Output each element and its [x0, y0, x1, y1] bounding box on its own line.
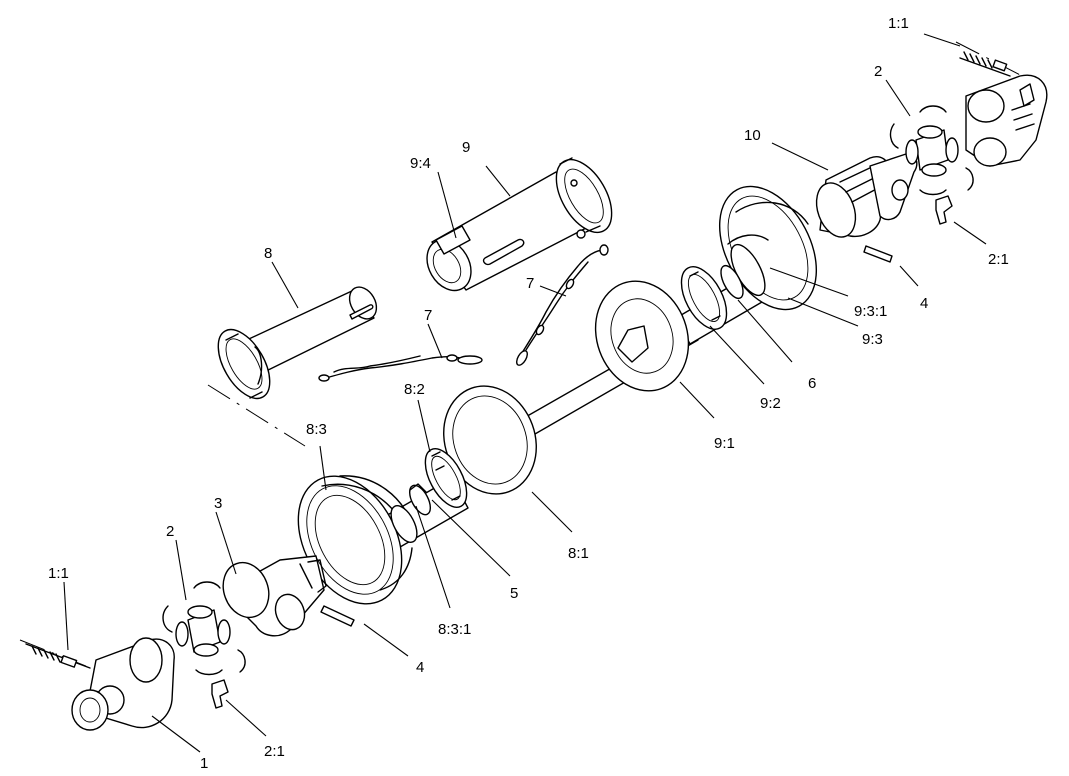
centerline-left — [207, 384, 306, 447]
part-4-pin-bottom — [320, 605, 355, 627]
part-8-2-ring — [424, 448, 468, 508]
label-1-1-top: 1:1 — [888, 15, 909, 32]
part-1-yoke-bottom — [25, 637, 175, 731]
part-10-yoke — [815, 153, 918, 238]
label-2-1-top: 2:1 — [988, 251, 1009, 268]
label-8: 8 — [264, 245, 272, 262]
label-6: 6 — [808, 375, 816, 392]
part-8-inner-tube — [217, 286, 378, 400]
label-9-1: 9:1 — [714, 435, 735, 452]
label-4-bottom: 4 — [416, 659, 424, 676]
label-5: 5 — [510, 585, 518, 602]
label-9-3-1: 9:3:1 — [854, 303, 887, 320]
part-9-outer-tube — [426, 157, 613, 292]
label-8-3: 8:3 — [306, 421, 327, 438]
part-labels: 1:1 2 10 9 9:4 8 7 7 2:1 4 9:3:1 9:3 6 9… — [48, 15, 1009, 772]
leader-lines — [63, 33, 987, 753]
label-10: 10 — [744, 127, 761, 144]
label-1-1-bottom: 1:1 — [48, 565, 69, 582]
label-9-3: 9:3 — [862, 331, 883, 348]
driveshaft-assembly — [297, 185, 818, 605]
label-1: 1 — [200, 755, 208, 772]
label-8-1: 8:1 — [568, 545, 589, 562]
part-9-2-ring — [680, 266, 728, 330]
label-9: 9 — [462, 139, 470, 156]
part-3-yoke — [222, 555, 327, 637]
label-8-3-1: 8:3:1 — [438, 621, 471, 638]
part-8-1-disc — [443, 385, 537, 495]
label-9-4: 9:4 — [410, 155, 431, 172]
label-9-2: 9:2 — [760, 395, 781, 412]
label-7-right: 7 — [526, 275, 534, 292]
label-3: 3 — [214, 495, 222, 512]
part-2-cross-top — [889, 105, 974, 225]
label-2-bottom: 2 — [166, 523, 174, 540]
label-2-top: 2 — [874, 63, 882, 80]
part-4-pin-top — [863, 245, 893, 263]
part-9-3-cone — [718, 185, 818, 311]
part-9-1-disc — [594, 280, 690, 392]
part-1-yoke-top — [959, 51, 1048, 167]
part-6-bearing — [720, 264, 744, 300]
label-7-left: 7 — [424, 307, 432, 324]
part-7-chains — [318, 244, 609, 382]
label-2-1-bottom: 2:1 — [264, 743, 285, 760]
label-8-2: 8:2 — [404, 381, 425, 398]
part-2-cross-bottom — [162, 581, 246, 709]
label-4-top: 4 — [920, 295, 928, 312]
centerline-top — [955, 41, 1031, 81]
part-5-bearing — [408, 483, 432, 516]
